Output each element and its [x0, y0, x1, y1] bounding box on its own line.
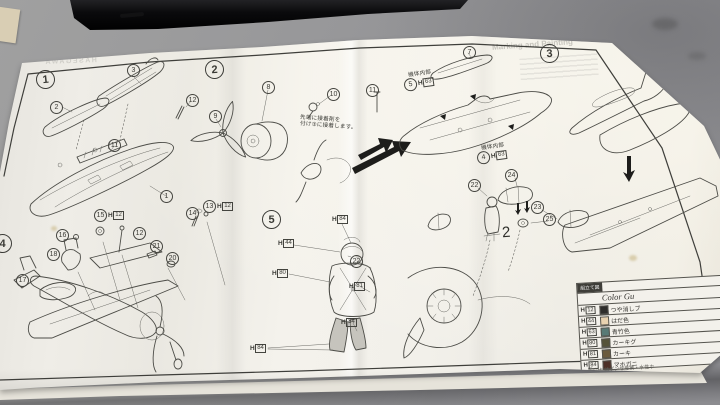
part-16-callout: 16 [56, 229, 69, 242]
part-12-callout: 12 [133, 227, 146, 240]
part-10-callout: 10 [327, 88, 340, 101]
section2-engine-propeller-drawing [190, 89, 411, 203]
section5-pilot-figure-drawing [267, 223, 377, 353]
part-1-callout: 1 [160, 190, 173, 203]
engine-front-view-drawing [403, 266, 531, 359]
part-24-callout: 24 [505, 169, 518, 182]
part-22-callout: 22 [468, 179, 481, 192]
desk-stain [652, 18, 678, 30]
part-25-callout: 25 [543, 213, 556, 226]
paper-stain [51, 226, 57, 231]
part-12-callout: 12 [186, 94, 199, 107]
part-22-callout: 22 [350, 255, 363, 268]
color-swatch [599, 304, 609, 315]
part-23-callout: 23 [531, 201, 544, 214]
part-13-callout: 13 [203, 200, 216, 213]
part-17-callout: 17 [16, 274, 29, 287]
footnote-line: は入っていませんので別に [588, 377, 649, 388]
part-11-callout: 11 [108, 139, 121, 152]
color-guide-title-jp: 組立て図 [577, 282, 603, 293]
color-swatch [601, 337, 611, 348]
part-3-callout: 3 [127, 64, 140, 77]
section-5-number: 5 [262, 210, 281, 229]
footnote-line: Mr.カラーの色番号です。こ [587, 371, 650, 381]
desk-stain [688, 52, 706, 60]
canopy-parts-drawing [427, 177, 589, 297]
section3-fuselage-drawing [358, 52, 719, 253]
part-11-callout: 11 [366, 84, 379, 97]
part-20-callout: 20 [166, 252, 179, 265]
color-swatch [601, 348, 612, 359]
part-15-callout: 15 [94, 209, 107, 222]
color-swatch [600, 326, 610, 337]
part-4-callout: 4 [476, 150, 491, 166]
part-18-callout: 18 [47, 248, 60, 261]
part-7-callout: 7 [463, 46, 476, 59]
section4-cockpit-and-final-assembly-drawing [13, 208, 226, 373]
part-9-callout: 9 [209, 110, 222, 123]
part-8-callout: 8 [262, 81, 275, 94]
paper-stain [629, 255, 637, 261]
color-swatch [599, 315, 610, 326]
part-5-callout: 5 [403, 77, 418, 93]
section1-wing-assembly-drawing [29, 57, 192, 217]
part-14-callout: 14 [186, 207, 199, 220]
part-2-callout: 2 [50, 101, 63, 114]
part-21-callout: 21 [150, 240, 163, 253]
quantity-number: 2 [501, 223, 511, 242]
